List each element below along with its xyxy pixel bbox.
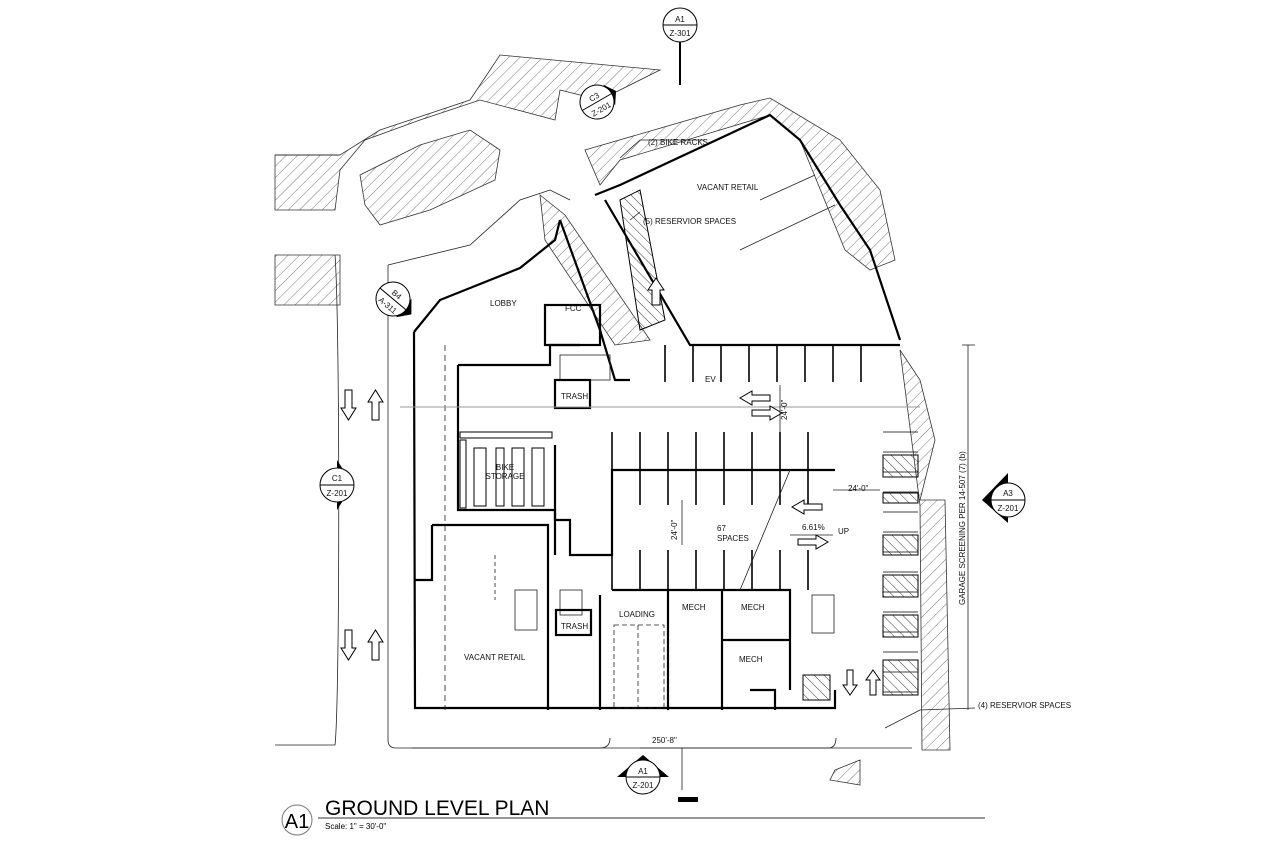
drawing-scale: Scale: 1" = 30'-0" xyxy=(325,822,386,831)
room-label-trash: TRASH xyxy=(561,392,588,401)
room-label-storage: STORAGE xyxy=(486,472,525,481)
marker-bottom-label: Z-201 xyxy=(998,504,1019,513)
ramp-up-label: UP xyxy=(838,527,849,536)
section-marker-a1-z201[interactable]: A1 Z-201 xyxy=(617,755,669,795)
drawing-title: GROUND LEVEL PLAN xyxy=(325,797,549,820)
site-hatching xyxy=(274,54,951,786)
section-marker-c1-z201[interactable]: C1 Z-201 xyxy=(319,460,355,510)
room-label-mech: MECH xyxy=(741,603,765,612)
reservior-spaces-note-4: (4) RESERVIOR SPACES xyxy=(978,701,1071,710)
traffic-arrows xyxy=(340,277,881,696)
dimension-lines xyxy=(412,139,976,802)
marker-top-label: A1 xyxy=(675,15,685,24)
marker-bottom-label: Z-201 xyxy=(633,781,654,790)
title-marker: A1 xyxy=(285,811,309,833)
room-label-trash-2: TRASH xyxy=(561,622,588,631)
marker-top-label: A1 xyxy=(638,767,648,776)
curb-lines xyxy=(275,154,837,749)
room-label-loading: LOADING xyxy=(619,610,655,619)
drawing-title-block: A1 GROUND LEVEL PLAN Scale: 1" = 30'-0" xyxy=(281,797,985,836)
aisle-dimension: 24'-0" xyxy=(670,519,679,540)
plan-labels: (2) BIKE RACKS VACANT RETAIL (5) RESERVI… xyxy=(464,138,1071,745)
parking-stalls xyxy=(611,345,918,693)
marker-bottom-label: Z-301 xyxy=(670,29,691,38)
bike-racks-note: (2) BIKE RACKS xyxy=(648,138,708,147)
parking-count-label: SPACES xyxy=(717,534,749,543)
garage-screening-note: GARAGE SCREENING PER 14-507 (7) (b) xyxy=(958,451,967,605)
marker-bottom-label: Z-201 xyxy=(327,489,348,498)
room-label-mech: MECH xyxy=(682,603,706,612)
parking-count: 67 xyxy=(717,524,726,533)
room-label-lobby: LOBBY xyxy=(490,299,517,308)
aisle-dimension: 24'-0" xyxy=(780,399,789,420)
screening-stalls xyxy=(619,189,919,701)
ev-label: EV xyxy=(705,375,716,384)
room-label-vacant-retail-north: VACANT RETAIL xyxy=(697,183,759,192)
reservior-spaces-note: (5) RESERVIOR SPACES xyxy=(643,217,736,226)
overall-dimension: 250'-8" xyxy=(652,736,677,745)
section-marker-a3-z201[interactable]: A3 Z-201 xyxy=(982,473,1026,523)
bike-storage-racks xyxy=(459,431,553,509)
room-label-vacant-retail-south: VACANT RETAIL xyxy=(464,653,526,662)
marker-top-label: A3 xyxy=(1003,489,1013,498)
marker-top-label: C1 xyxy=(332,474,343,483)
room-label-bike: BIKE xyxy=(496,463,514,472)
aisle-dimension: 24'-0" xyxy=(848,484,869,493)
section-marker-b4-a311[interactable]: B4 A-311 xyxy=(369,275,422,327)
section-marker-a1-z301[interactable]: A1 Z-301 xyxy=(662,7,698,85)
section-marker-c3-z201[interactable]: C3 Z-201 xyxy=(574,76,625,125)
room-label-mech: MECH xyxy=(739,655,763,664)
room-label-fcc: FCC xyxy=(565,304,582,313)
ramp-slope: 6.61% xyxy=(802,523,825,532)
